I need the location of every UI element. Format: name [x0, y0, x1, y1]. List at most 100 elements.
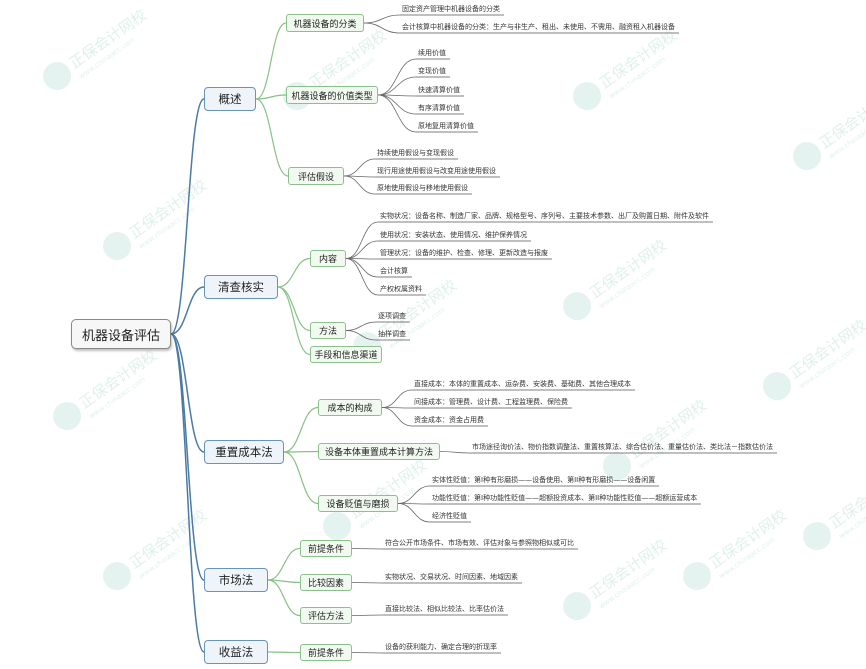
- connector-group-assumptions: [255, 98, 289, 177]
- connector-group-depreciation: [283, 451, 319, 505]
- connector-group-content: [277, 257, 311, 288]
- leaf-classification-1: 固定资产管理中机器设备的分类: [402, 5, 500, 13]
- group-income-preconditions[interactable]: 前提条件: [300, 644, 352, 661]
- group-methods[interactable]: 方法: [310, 322, 346, 339]
- connector-leaf-calc-1: [439, 451, 471, 454]
- connector-leaf-content-5: [345, 258, 379, 296]
- group-channels[interactable]: 手段和信息渠道: [310, 346, 382, 363]
- connector-leaf-value-type-4: [377, 94, 417, 115]
- section-inventory[interactable]: 清查核实: [204, 275, 278, 299]
- connector-leaf-income-pre-1: [351, 652, 384, 654]
- group-calc-methods[interactable]: 设备本体重置成本计算方法: [318, 443, 440, 460]
- svg-text:正保会计网校: 正保会计网校: [816, 86, 866, 152]
- section-replacement[interactable]: 重置成本法: [204, 440, 284, 464]
- connector-group-market-preconditions: [267, 547, 301, 581]
- leaf-market-pre-1: 符合公开市场条件、市场有效、评估对象与参照物相似或可比: [385, 539, 574, 547]
- leaf-depreciation-3: 经济性贬值: [432, 512, 467, 520]
- connector-leaf-classification-2: [363, 22, 401, 34]
- connector-leaf-classification-1: [363, 14, 401, 24]
- leaf-assumption-2: 现行用途使用假设与改变用途使用假设: [377, 167, 496, 175]
- section-income[interactable]: 收益法: [204, 640, 268, 664]
- group-cost-composition[interactable]: 成本的构成: [318, 399, 382, 416]
- connector-leaf-value-type-5: [377, 94, 417, 133]
- connector-group-classification: [255, 22, 287, 100]
- leaf-value-type-3: 快速清算价值: [418, 86, 460, 94]
- connector-root-section-income: [170, 333, 205, 653]
- section-overview[interactable]: 概述: [204, 87, 256, 111]
- leaf-depreciation-2: 功能性贬值：第I种功能性贬值——超额投资成本、第II种功能性贬值——超额运营成本: [432, 494, 698, 502]
- svg-text:正保会计网校: 正保会计网校: [126, 176, 210, 242]
- connector-leaf-method-1: [345, 321, 377, 331]
- connector-leaf-value-type-2: [377, 76, 417, 96]
- svg-text:正保会计网校: 正保会计网校: [626, 396, 710, 462]
- group-content[interactable]: 内容: [310, 250, 346, 267]
- root-node[interactable]: 机器设备评估: [71, 319, 171, 349]
- connector-group-market-methods: [267, 579, 301, 617]
- connector-leaf-depreciation-1: [397, 485, 431, 504]
- group-depreciation[interactable]: 设备贬值与磨损: [318, 495, 398, 512]
- connector-root-section-inventory: [170, 286, 205, 335]
- connector-leaf-assumption-1: [343, 158, 376, 177]
- connector-root-section-overview: [170, 98, 205, 335]
- connector-leaf-market-pre-1: [351, 548, 384, 550]
- connector-leaf-value-type-1: [377, 58, 417, 96]
- connector-group-methods: [277, 286, 311, 332]
- group-assumptions[interactable]: 评估假设: [288, 167, 344, 185]
- connector-group-value-types: [255, 94, 287, 100]
- leaf-assumption-3: 原地使用假设与移地使用假设: [377, 184, 468, 192]
- leaf-value-type-1: 续用价值: [418, 49, 446, 57]
- leaf-value-type-5: 原地复用清算价值: [418, 122, 474, 130]
- group-market-factors[interactable]: 比较因素: [300, 574, 352, 591]
- svg-text:正保会计网校: 正保会计网校: [586, 536, 670, 602]
- svg-text:正保会计网校: 正保会计网校: [706, 506, 790, 572]
- leaf-content-2: 使用状况：安装状态、使用情况、维护保养情况: [380, 231, 527, 239]
- leaf-cost-3: 资金成本：资金占用费: [414, 416, 484, 424]
- connector-root-section-replacement: [170, 333, 205, 453]
- leaf-content-4: 会计核算: [380, 267, 408, 275]
- leaf-classification-2: 会计核算中机器设备的分类：生产与非生产、租出、未使用、不需用、融资租入机器设备: [402, 23, 675, 31]
- connector-leaf-content-1: [345, 221, 379, 259]
- connector-leaf-method-2: [345, 330, 377, 341]
- leaf-content-5: 产权权属资料: [380, 285, 422, 293]
- leaf-market-factor-1: 实物状况、交易状况、时间因素、地域因素: [385, 573, 518, 581]
- connector-leaf-content-4: [345, 258, 379, 278]
- leaf-content-3: 管理状况：设备的维护、检查、修理、更新改造与报废: [380, 249, 548, 257]
- leaf-income-pre-1: 设备的获利能力、确定合理的折现率: [385, 643, 497, 651]
- leaf-value-type-2: 变现价值: [418, 67, 446, 75]
- leaf-value-type-4: 有序清算价值: [418, 104, 460, 112]
- group-classification[interactable]: 机器设备的分类: [286, 14, 364, 32]
- svg-text:正保会计网校: 正保会计网校: [76, 346, 160, 412]
- connector-leaf-depreciation-3: [397, 503, 431, 523]
- connector-group-calc-methods: [283, 450, 319, 453]
- connector-leaf-content-2: [345, 240, 379, 259]
- svg-text:正保会计网校: 正保会计网校: [346, 456, 430, 522]
- svg-text:正保会计网校: 正保会计网校: [66, 6, 150, 72]
- leaf-assumption-1: 持续使用假设与变现假设: [377, 149, 454, 157]
- connector-group-income-preconditions: [267, 651, 301, 654]
- svg-text:正保会计网校: 正保会计网校: [596, 26, 680, 92]
- connector-leaf-cost-3: [381, 407, 413, 427]
- section-market[interactable]: 市场法: [204, 568, 268, 592]
- connector-leaf-assumption-3: [343, 175, 376, 195]
- group-market-methods[interactable]: 评估方法: [300, 607, 352, 624]
- svg-text:正保会计网校: 正保会计网校: [586, 236, 670, 302]
- connector-leaf-market-factor-1: [351, 582, 384, 584]
- group-value-types[interactable]: 机器设备的价值类型: [286, 86, 378, 104]
- leaf-cost-2: 间接成本：管理费、设计费、工程监理费、保险费: [414, 398, 568, 406]
- leaf-method-2: 抽样调查: [378, 330, 406, 338]
- leaf-calc-1: 市场途径询价法、物价指数调整法、重置核算法、综合估价法、重量估价法、类比法－指数…: [472, 443, 773, 451]
- group-market-preconditions[interactable]: 前提条件: [300, 540, 352, 557]
